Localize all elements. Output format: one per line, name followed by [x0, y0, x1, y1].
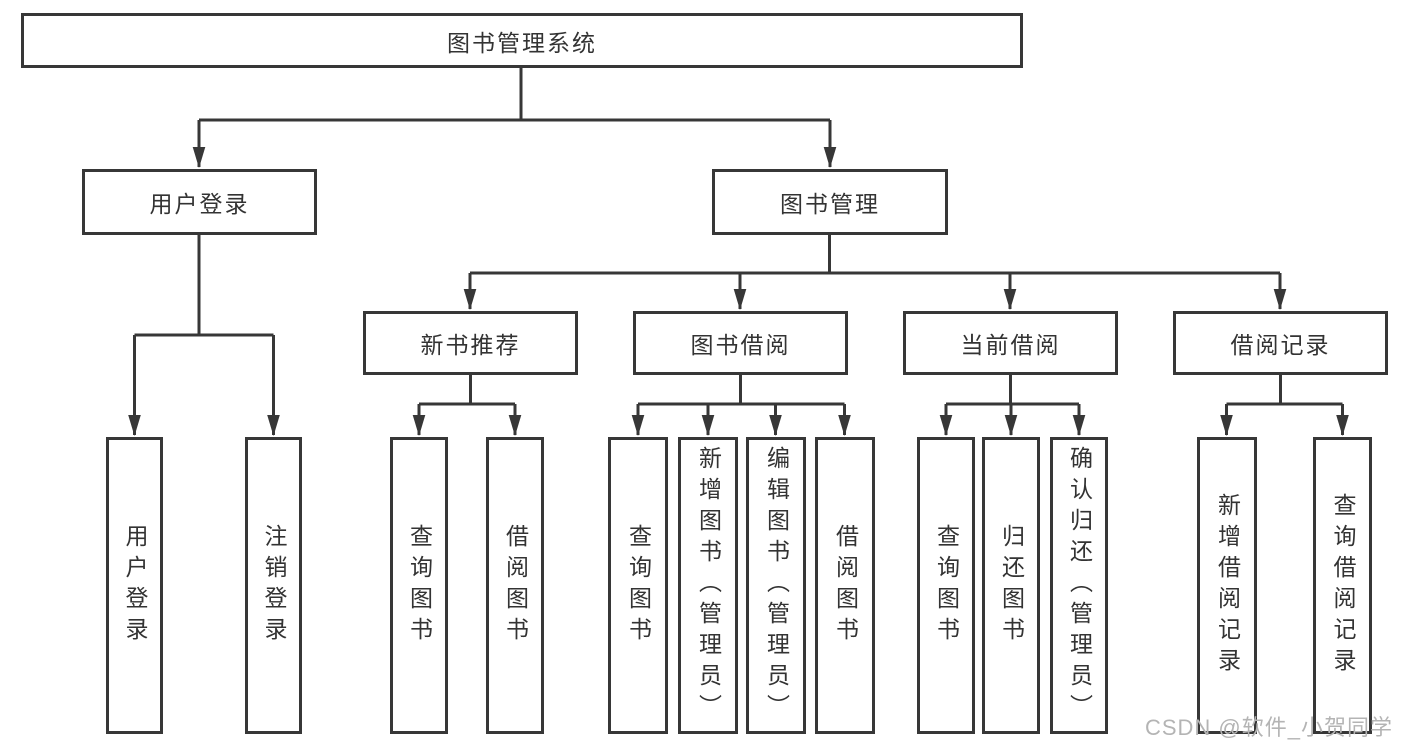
leaf-query-books-recommend: 查询图书	[390, 437, 448, 734]
leaf-borrow-books-label: 借阅图书	[832, 523, 859, 648]
leaf-borrow-books-recommend: 借阅图书	[486, 437, 544, 734]
node-current-borrow: 当前借阅	[903, 311, 1118, 375]
leaf-query-books-borrow: 查询图书	[608, 437, 668, 734]
leaf-borrow-books-recommend-label: 借阅图书	[502, 523, 529, 648]
node-new-book-recommend: 新书推荐	[363, 311, 578, 375]
leaf-query-borrow-record-label: 查询借阅记录	[1330, 492, 1356, 679]
leaf-add-borrow-record-label: 新增借阅记录	[1214, 492, 1241, 679]
leaf-edit-book-admin-label: 编辑图书（管理员）	[763, 446, 790, 725]
leaf-return-book-label: 归还图书	[998, 523, 1025, 648]
node-book-borrow: 图书借阅	[633, 311, 848, 375]
leaf-add-book-admin: 新增图书（管理员）	[678, 437, 738, 734]
leaf-query-books-borrow-label: 查询图书	[625, 523, 652, 648]
leaf-query-books-current-label: 查询图书	[933, 523, 960, 648]
leaf-query-books-current: 查询图书	[917, 437, 975, 734]
leaf-user-login-label: 用户登录	[122, 523, 148, 648]
leaf-confirm-return-admin-label: 确认归还（管理员）	[1066, 446, 1093, 725]
csdn-watermark: CSDN @软件_小贺同学	[1144, 715, 1393, 740]
node-book-management: 图书管理	[712, 169, 948, 235]
node-user-login: 用户登录	[82, 169, 317, 235]
leaf-query-books-recommend-label: 查询图书	[406, 523, 433, 648]
node-root: 图书管理系统	[21, 13, 1023, 68]
leaf-add-borrow-record: 新增借阅记录	[1197, 437, 1257, 734]
leaf-add-book-admin-label: 新增图书（管理员）	[695, 446, 722, 725]
leaf-query-borrow-record: 查询借阅记录	[1313, 437, 1372, 734]
leaf-logout: 注销登录	[245, 437, 302, 734]
leaf-logout-label: 注销登录	[261, 523, 287, 648]
leaf-edit-book-admin: 编辑图书（管理员）	[746, 437, 806, 734]
leaf-return-book: 归还图书	[982, 437, 1040, 734]
node-borrow-records: 借阅记录	[1173, 311, 1388, 375]
leaf-borrow-books: 借阅图书	[815, 437, 875, 734]
leaf-confirm-return-admin: 确认归还（管理员）	[1050, 437, 1108, 734]
leaf-user-login: 用户登录	[106, 437, 163, 734]
